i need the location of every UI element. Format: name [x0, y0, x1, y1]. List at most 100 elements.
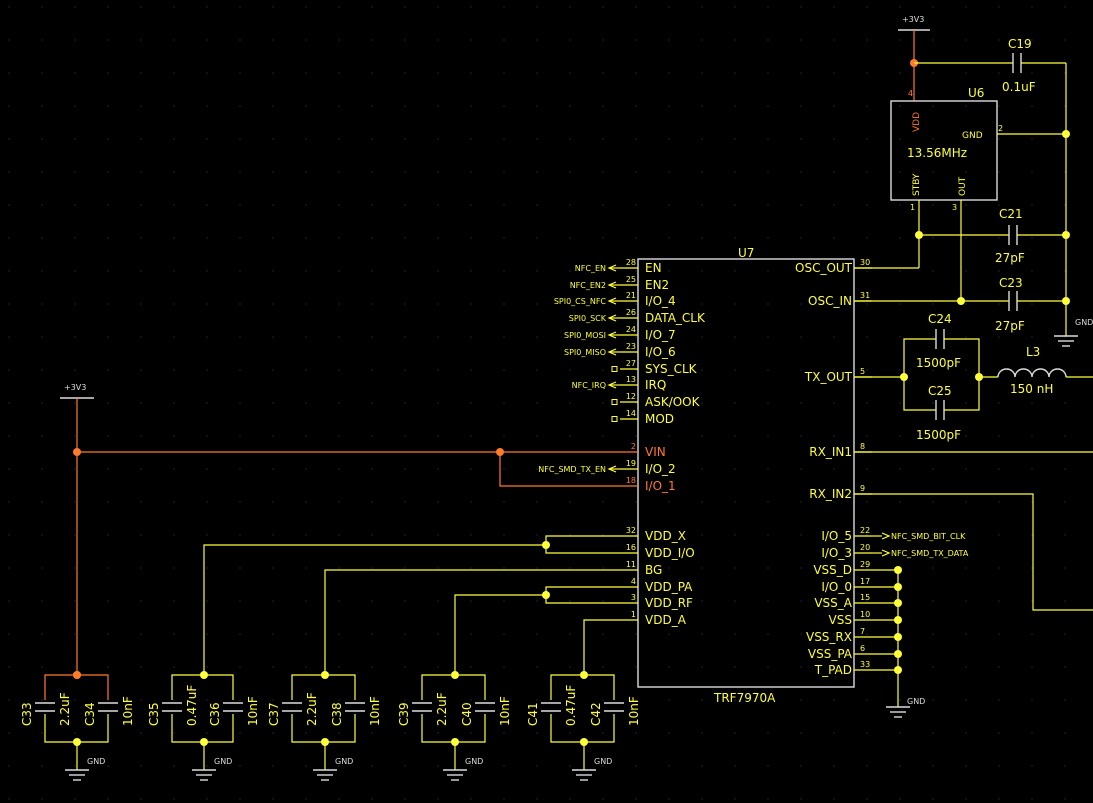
- u7-pin-i-o-1[interactable]: I/O_118: [620, 476, 676, 493]
- u7-pin-number: 27: [626, 359, 636, 368]
- u7-pin-number: 11: [626, 560, 636, 569]
- c41-value: 0.47uF: [564, 685, 578, 726]
- u7-pin-name: VSS_D: [813, 563, 852, 577]
- c19-ref: C19: [1008, 37, 1032, 51]
- gnd-label: GND: [87, 757, 105, 766]
- u7-pin-number: 23: [626, 342, 636, 351]
- capacitor-c23[interactable]: C23 27pF: [961, 276, 1066, 333]
- no-connect-marker: [611, 366, 618, 372]
- u6-pin3-num: 3: [952, 203, 957, 212]
- u6-pin2-num: 2: [998, 124, 1003, 133]
- net-label-nfc-en2: NFC_EN2: [570, 281, 606, 290]
- u7-pin-number: 6: [860, 644, 865, 653]
- capacitor-c21[interactable]: C21 27pF: [919, 207, 1066, 265]
- u7-pin-osc-in[interactable]: OSC_IN 31: [808, 291, 872, 308]
- u7-pin-bg[interactable]: BG 11: [620, 560, 662, 577]
- u7-pin-name: OSC_IN: [808, 294, 852, 308]
- u7-pin-vdd-rf[interactable]: VDD_RF3: [620, 593, 693, 610]
- u7-pin-name: VSS_RX: [806, 630, 852, 644]
- power-label-top: +3V3: [902, 15, 924, 24]
- u7-pin-number: 32: [626, 526, 636, 535]
- u7-pin-number: 2: [631, 442, 636, 451]
- u7-pin-name: ASK/OOK: [645, 395, 701, 409]
- u7-pin-name: VIN: [645, 445, 666, 459]
- capacitor-c24[interactable]: C24 1500pF: [903, 312, 980, 377]
- gnd-symbol-u7: GND: [886, 697, 925, 718]
- u7-pin-number: 24: [626, 325, 636, 334]
- c36-value: 10nF: [246, 696, 260, 726]
- u7-pin-name: VDD_PA: [645, 580, 693, 594]
- ic-u7[interactable]: U7 TRF7970A: [637, 246, 855, 705]
- capacitor-c38[interactable]: C38 10nF: [330, 696, 382, 726]
- u7-pin-number: 5: [860, 367, 865, 376]
- c23-ref: C23: [999, 276, 1023, 290]
- c38-value: 10nF: [368, 696, 382, 726]
- rx-in2-wire: [854, 493, 1093, 611]
- l3-value: 150 nH: [1010, 382, 1053, 396]
- u7-pin-vdd-i-o[interactable]: VDD_I/O16: [620, 543, 695, 560]
- c40-ref: C40: [460, 702, 474, 726]
- c24-value: 1500pF: [916, 356, 961, 370]
- c38-ref: C38: [330, 702, 344, 726]
- capacitor-c19[interactable]: C19 0.1uF: [914, 37, 1066, 94]
- inductor-l3[interactable]: L3 150 nH: [979, 345, 1093, 396]
- capacitor-c25[interactable]: C25 1500pF: [903, 377, 980, 442]
- u7-pin-name: BG: [645, 563, 662, 577]
- c23-value: 27pF: [995, 319, 1025, 333]
- u7-pin-vdd-a[interactable]: VDD_A1: [620, 610, 687, 627]
- gnd-symbol: GND: [313, 742, 353, 781]
- u7-pin-name: VSS: [829, 613, 852, 627]
- u7-pin-name: EN2: [645, 278, 669, 292]
- u6-pin-vdd: VDD: [912, 112, 922, 132]
- u7-pin-number: 17: [860, 577, 870, 586]
- u7-pin-vdd-pa[interactable]: VDD_PA4: [620, 577, 693, 594]
- u6-value: 13.56MHz: [907, 146, 967, 160]
- oscillator-u6[interactable]: U6 13.56MHz 4 VDD GND 2 STBY OUT 1 3: [890, 63, 1003, 212]
- c37-value: 2.2uF: [305, 692, 319, 726]
- gnd-symbol: GND: [572, 742, 612, 781]
- u7-pin-number: 31: [860, 291, 870, 300]
- u7-pin-name: I/O_7: [645, 328, 676, 342]
- gnd-symbol: GND: [192, 742, 232, 781]
- gnd-label: GND: [465, 757, 483, 766]
- u7-pin-name: I/O_6: [645, 345, 676, 359]
- u7-pin-number: 30: [860, 258, 870, 267]
- u6-pin-out: OUT: [958, 176, 968, 196]
- u7-pin-vdd-x[interactable]: VDD_X32: [620, 526, 686, 543]
- u7-pin-name: I/O_5: [821, 529, 852, 543]
- gnd-symbol-osc: GND: [1054, 318, 1093, 347]
- u7-pin-number: 20: [860, 543, 870, 552]
- u7-pin-vin[interactable]: VIN 2: [620, 442, 666, 459]
